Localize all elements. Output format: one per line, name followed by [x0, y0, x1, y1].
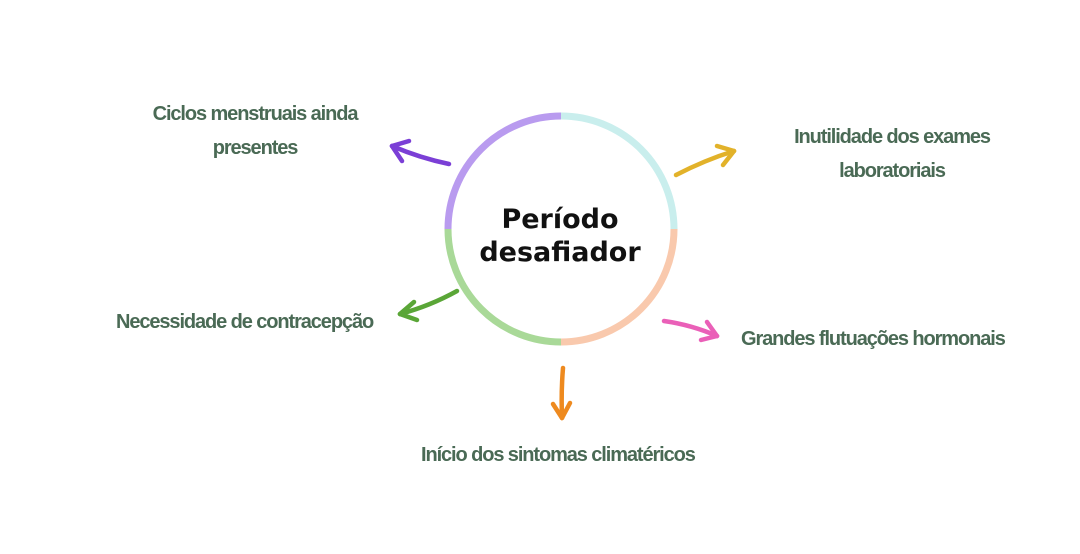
label-necessidade-contracepcao: Necessidade de contracepção: [116, 305, 374, 339]
label-ciclos-line-1: Ciclos menstruais ainda: [152, 103, 359, 125]
arrow-to-inicio: [550, 365, 573, 421]
label-necessidade-line-1: Necessidade de contracepção: [116, 311, 374, 333]
arrow-to-flutuacoes: [661, 318, 720, 343]
label-inutilidade-line-1: Inutilidade dos exames: [794, 126, 991, 148]
center-title: Período desafiador: [462, 203, 658, 269]
label-flutuacoes-hormonais: Grandes flutuações hormonais: [741, 322, 1006, 356]
label-inutilidade-exames: Inutilidade dos exames laboratoriais: [778, 120, 1006, 188]
arrow-to-ciclos: [389, 138, 452, 167]
ring-segment-peach: [560, 228, 678, 346]
center-title-line-2: desafiador: [479, 237, 641, 268]
arrow-to-necessidade: [397, 288, 460, 323]
label-ciclos-menstruais: Ciclos menstruais ainda presentes: [140, 97, 370, 165]
arrow-to-inutilidade: [673, 143, 737, 178]
ring-segment-cyan: [560, 112, 678, 230]
label-inicio-sintomas: Início dos sintomas climatéricos: [421, 438, 696, 472]
center-ring: [444, 112, 678, 346]
center-title-line-1: Período: [501, 204, 619, 235]
ring-segment-green: [444, 228, 562, 346]
label-inicio-line-1: Início dos sintomas climatéricos: [421, 444, 696, 466]
label-flutuacoes-line-1: Grandes flutuações hormonais: [741, 328, 1006, 350]
ring-segment-purple: [444, 112, 562, 230]
label-ciclos-line-2: presentes: [212, 137, 299, 159]
label-inutilidade-line-2: laboratoriais: [839, 160, 946, 182]
